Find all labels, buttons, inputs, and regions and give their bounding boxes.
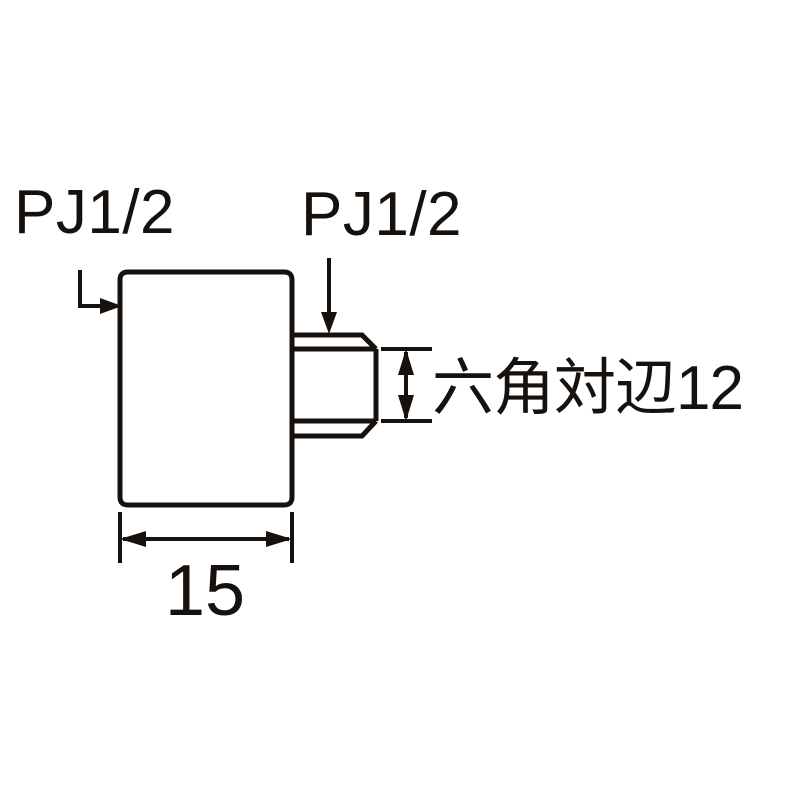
valve-body-outline xyxy=(117,269,295,508)
hex-nut-section xyxy=(292,332,379,439)
label-thread-left: PJ1/2 xyxy=(14,178,175,247)
label-body-width: 15 xyxy=(165,551,245,631)
label-hex-across-flats: 六角対辺12 xyxy=(432,354,743,423)
leader-line-left-thread xyxy=(78,270,122,314)
label-thread-right: PJ1/2 xyxy=(301,180,462,249)
thread-profile-lines xyxy=(292,346,376,424)
dimension-body-width xyxy=(118,512,294,563)
dimension-hex-across-flats xyxy=(381,347,432,423)
leader-line-right-thread xyxy=(321,258,337,334)
